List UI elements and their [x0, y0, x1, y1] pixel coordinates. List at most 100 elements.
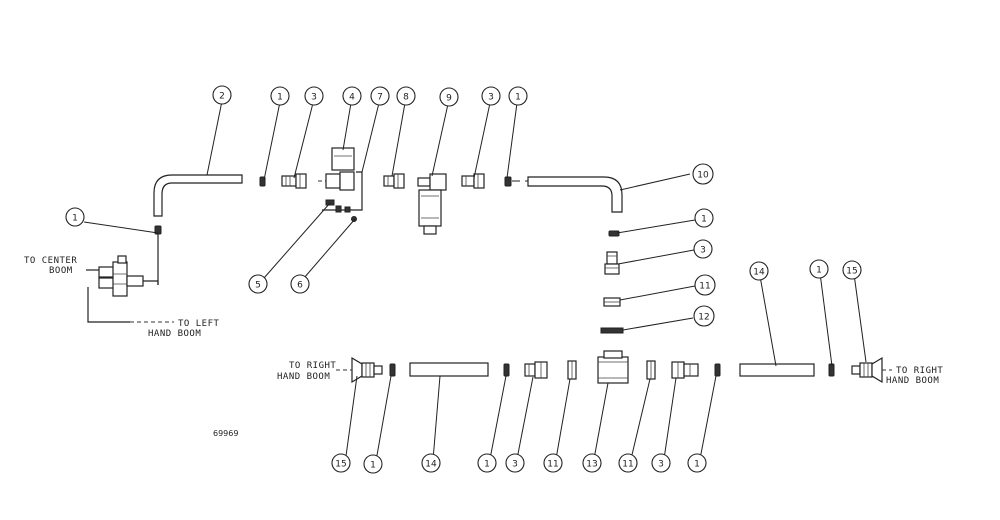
washer-11-vertical: [603, 297, 621, 307]
svg-text:1: 1: [515, 93, 521, 103]
callout-15-right: 15: [842, 260, 862, 280]
strainer-9: [417, 173, 447, 235]
callout-7: 7: [370, 86, 390, 106]
callout-bubbles: 1 2 1 3 4 7 8 9: [65, 85, 862, 474]
svg-text:1: 1: [484, 460, 490, 470]
callout-1-upper-c: 1: [508, 86, 528, 106]
washer-11-lower-left: [567, 360, 577, 380]
svg-text:1: 1: [277, 93, 283, 103]
gasket-12: [600, 327, 624, 334]
nozzle-15-left: [351, 356, 383, 384]
svg-text:1: 1: [370, 461, 376, 471]
leader-lines: [83, 100, 867, 462]
label-to-right-hand-boom-left-line1: TO RIGHT: [289, 361, 336, 371]
hardware-6: [344, 206, 357, 222]
svg-text:1: 1: [816, 266, 822, 276]
center-boom-tee-assembly: [86, 255, 159, 323]
svg-text:11: 11: [622, 460, 633, 470]
label-to-center-boom-line1: TO CENTER: [24, 256, 77, 266]
svg-text:3: 3: [311, 93, 317, 103]
svg-text:11: 11: [699, 282, 710, 292]
fitting-3-lower-right: [671, 361, 699, 379]
nozzle-15-right: [851, 356, 883, 384]
hose-2: [153, 174, 243, 217]
svg-text:3: 3: [700, 246, 706, 256]
tee-13: [597, 350, 629, 384]
callout-1-lower-c: 1: [687, 453, 707, 473]
destination-labels: TO CENTER BOOM TO LEFT HAND BOOM TO RIGH…: [24, 256, 943, 438]
clamp-1-lower-a: [389, 363, 396, 377]
callout-11-vertical: 11: [694, 274, 716, 296]
callout-11-lower-left: 11: [543, 453, 563, 473]
callout-12: 12: [693, 305, 715, 327]
svg-text:5: 5: [255, 281, 261, 291]
label-to-left-hand-boom-line1: TO LEFT: [178, 319, 220, 329]
svg-text:12: 12: [698, 313, 709, 323]
svg-text:14: 14: [753, 268, 765, 278]
lower-run: [336, 350, 892, 384]
svg-text:3: 3: [658, 460, 664, 470]
clamp-1-vertical: [608, 230, 620, 237]
callout-3-lower-right: 3: [651, 453, 671, 473]
fitting-8: [383, 173, 405, 189]
svg-text:8: 8: [403, 93, 409, 103]
svg-text:10: 10: [697, 171, 709, 181]
label-to-right-hand-boom-right-line1: TO RIGHT: [896, 366, 943, 376]
callout-1-lower-d: 1: [809, 259, 829, 279]
hose-14-left: [409, 362, 489, 377]
callout-10: 10: [692, 163, 714, 185]
label-to-left-hand-boom-line2: HAND BOOM: [148, 329, 201, 339]
svg-text:13: 13: [586, 460, 597, 470]
vertical-drop: [600, 230, 624, 334]
callout-13: 13: [582, 453, 602, 473]
washer-11-lower-right: [646, 360, 656, 380]
fitting-3-vertical: [604, 251, 620, 275]
hardware-5: [325, 199, 342, 213]
figure-number: 69969: [213, 429, 238, 438]
hose-10: [527, 176, 623, 213]
fitting-3-lower-left: [524, 361, 548, 379]
hose-14-right: [739, 363, 815, 377]
callout-3-vertical: 3: [693, 239, 713, 259]
callout-3-upper-a: 3: [304, 86, 324, 106]
clamp-1-upper-c: [504, 176, 512, 187]
svg-text:1: 1: [72, 214, 78, 224]
svg-text:3: 3: [512, 460, 518, 470]
upper-hose-run: [153, 147, 623, 285]
fitting-3-upper-b: [461, 173, 485, 189]
svg-text:3: 3: [488, 93, 494, 103]
callout-1-lower-b: 1: [477, 453, 497, 473]
callout-1-upper-a: 1: [270, 86, 290, 106]
clamp-1-lower-c: [714, 363, 721, 377]
callout-1-left-hose: 1: [65, 207, 85, 227]
callout-3-upper-b: 3: [481, 86, 501, 106]
svg-text:15: 15: [846, 267, 857, 277]
svg-text:4: 4: [349, 93, 355, 103]
label-to-right-hand-boom-left-line2: HAND BOOM: [277, 372, 330, 382]
callout-4: 4: [342, 86, 362, 106]
callout-9: 9: [439, 87, 459, 107]
valve-4: [318, 147, 355, 191]
svg-text:11: 11: [547, 460, 558, 470]
callout-1-lower-a: 1: [363, 454, 383, 474]
callout-15-left: 15: [331, 453, 351, 473]
callout-14-right: 14: [749, 261, 769, 281]
label-to-right-hand-boom-right-line2: HAND BOOM: [886, 376, 939, 386]
svg-text:7: 7: [377, 93, 383, 103]
callout-6: 6: [290, 274, 310, 294]
callout-1-vertical: 1: [694, 208, 714, 228]
fitting-3-upper-a: [281, 173, 307, 189]
svg-text:2: 2: [219, 92, 225, 102]
svg-text:6: 6: [297, 281, 303, 291]
svg-text:1: 1: [694, 460, 700, 470]
callout-11-lower-right: 11: [618, 453, 638, 473]
callout-3-lower-left: 3: [505, 453, 525, 473]
svg-text:9: 9: [446, 94, 452, 104]
label-to-center-boom-line2: BOOM: [49, 266, 73, 276]
callout-5: 5: [248, 274, 268, 294]
callout-2: 2: [212, 85, 232, 105]
bracket-7: [322, 171, 363, 211]
clamp-1-lower-b: [503, 363, 510, 377]
svg-text:14: 14: [425, 460, 437, 470]
svg-text:1: 1: [701, 215, 707, 225]
